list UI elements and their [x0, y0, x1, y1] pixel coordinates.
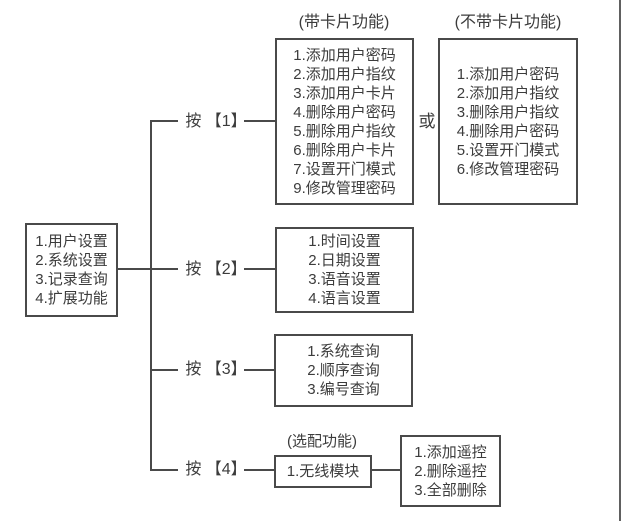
menu-item: 1.系统查询	[307, 343, 380, 360]
optional-function-title: (选配功能)	[287, 433, 357, 450]
menu-item: 6.修改管理密码	[456, 160, 560, 178]
menu-item: 9.修改管理密码	[293, 179, 396, 197]
menu-item: 5.设置开门模式	[456, 141, 560, 159]
menu-item: 3.编号查询	[307, 381, 380, 398]
press-1-label: 按 【1】	[185, 113, 247, 130]
no-card-functions-box: 1.添加用户密码 2.添加用户指纹 3.删除用户指纹 4.删除用户密码 5.设置…	[438, 38, 578, 205]
menu-item: 3.记录查询	[35, 271, 108, 288]
card-functions-title: (带卡片功能)	[298, 14, 390, 31]
press-3-label: 按 【3】	[185, 361, 247, 378]
branch4-right-connector-line	[244, 469, 275, 471]
menu-item: 1.添加遥控	[414, 443, 487, 461]
wireless-module-box: 1.无线模块	[274, 455, 372, 488]
main-menu-box: 1.用户设置 2.系统设置 3.记录查询 4.扩展功能	[25, 223, 118, 317]
record-query-box: 1.系统查询 2.顺序查询 3.编号查询	[274, 334, 413, 407]
trunk-connector-line	[150, 120, 152, 471]
menu-item: 1.时间设置	[308, 233, 381, 250]
menu-item: 1.无线模块	[286, 463, 360, 480]
menu-item: 3.删除用户指纹	[456, 103, 560, 121]
remote-control-box: 1.添加遥控 2.删除遥控 3.全部删除	[400, 435, 501, 507]
or-label: 或	[418, 112, 436, 131]
menu-item: 2.系统设置	[35, 252, 108, 269]
press-4-label: 按 【4】	[185, 461, 247, 478]
menu-item: 5.删除用户指纹	[293, 122, 396, 140]
menu-item: 2.添加用户指纹	[456, 84, 560, 102]
image-right-border-line	[619, 0, 621, 521]
menu-item: 3.全部删除	[414, 481, 487, 499]
no-card-functions-title: (不带卡片功能)	[454, 14, 562, 31]
menu-item: 4.语言设置	[308, 290, 381, 307]
branch1-right-connector-line	[244, 120, 276, 122]
card-functions-box: 1.添加用户密码 2.添加用户指纹 3.添加用户卡片 4.删除用户密码 5.删除…	[275, 38, 414, 205]
menu-item: 7.设置开门模式	[293, 160, 396, 178]
menu-item: 2.添加用户指纹	[293, 65, 396, 83]
menu-item: 2.顺序查询	[307, 362, 380, 379]
menu-item: 4.删除用户密码	[456, 122, 560, 140]
wireless-remote-connector-line	[371, 469, 401, 471]
system-settings-box: 1.时间设置 2.日期设置 3.语音设置 4.语言设置	[275, 227, 414, 313]
menu-item: 3.添加用户卡片	[293, 84, 396, 102]
menu-item: 4.删除用户密码	[293, 103, 396, 121]
root-connector-line	[118, 268, 178, 270]
branch1-left-connector-line	[150, 120, 178, 122]
menu-item: 2.删除遥控	[414, 462, 487, 480]
menu-item: 3.语音设置	[308, 271, 381, 288]
menu-item: 1.添加用户密码	[456, 65, 560, 83]
branch4-left-connector-line	[150, 469, 178, 471]
branch3-right-connector-line	[244, 369, 275, 371]
menu-item: 1.用户设置	[35, 233, 108, 250]
branch3-left-connector-line	[150, 369, 178, 371]
menu-item: 6.删除用户卡片	[293, 141, 396, 159]
press-2-label: 按 【2】	[185, 261, 247, 278]
menu-item: 4.扩展功能	[35, 290, 108, 307]
menu-item: 1.添加用户密码	[293, 46, 396, 64]
branch2-right-connector-line	[244, 268, 276, 270]
menu-item: 2.日期设置	[308, 252, 381, 269]
